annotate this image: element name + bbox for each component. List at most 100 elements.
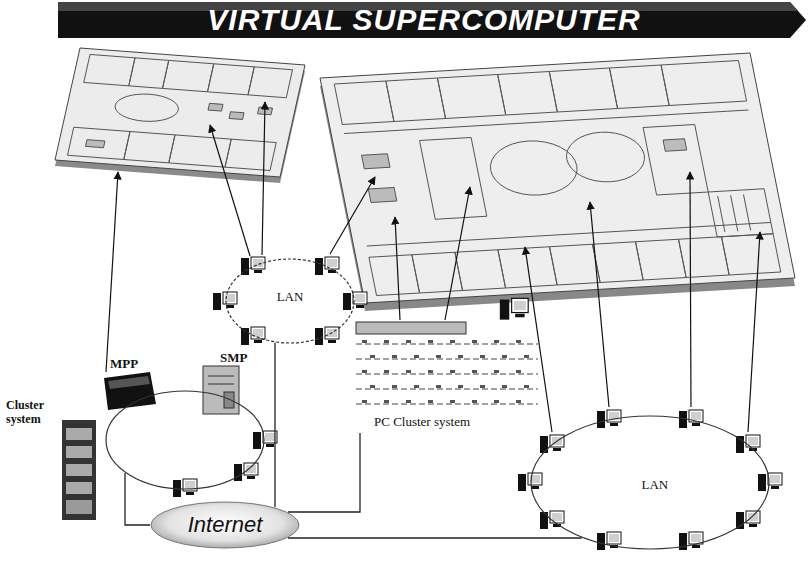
computer-icon: [597, 532, 621, 550]
floor-plan: [334, 61, 781, 296]
rack-unit: [494, 400, 499, 403]
rack-unit: [516, 370, 521, 373]
rack-unit: [516, 400, 521, 403]
floor-plan: [722, 234, 781, 275]
computer-icon: [213, 292, 237, 310]
floor-plan: [455, 250, 506, 291]
floor-plan: [708, 189, 773, 237]
pointer-arrow: [106, 172, 118, 372]
computer-icon: [241, 327, 265, 345]
title-text: VIRTUAL SUPERCOMPUTER: [207, 2, 640, 38]
floor-plan: [562, 130, 649, 184]
smp-server: [208, 384, 234, 385]
cloud-outline: [151, 502, 299, 548]
floor-plan: [84, 54, 135, 85]
rack-unit: [472, 370, 477, 373]
floor-plan: [55, 48, 795, 311]
cluster-rack: [66, 428, 92, 440]
rack-unit: [428, 370, 433, 373]
text-holder: SMP: [220, 348, 247, 366]
internet-cloud: Internet: [150, 501, 300, 549]
floor-plan: [679, 237, 730, 278]
floor-plan: [718, 196, 725, 232]
smp-server: [208, 376, 234, 377]
floor-plan: [68, 127, 131, 159]
computer-icon: [518, 473, 542, 491]
mpp-machine: [108, 376, 150, 389]
floor-plan: [485, 139, 582, 198]
floor-plan: [68, 54, 293, 170]
rack-unit: [458, 385, 463, 388]
floor-plan: [549, 68, 617, 112]
rack-unit: [414, 355, 419, 358]
rack-unit: [450, 340, 455, 343]
node-label-2: SMP: [220, 351, 247, 366]
rack-unit: [450, 370, 455, 373]
rack-unit: [406, 400, 411, 403]
floor-plan: [643, 125, 708, 196]
floor-plan: [86, 140, 106, 148]
lan-ring: LAN: [530, 415, 770, 550]
floor-plan: [661, 61, 747, 106]
ring-outline: [106, 391, 264, 489]
text-holder: LAN: [641, 475, 668, 493]
floor-plan: [334, 81, 394, 125]
rack-unit: [436, 385, 441, 388]
rack-unit: [406, 340, 411, 343]
network-link: [125, 473, 150, 525]
rack-unit: [370, 355, 375, 358]
title-holder: VIRTUAL SUPERCOMPUTER: [58, 2, 790, 38]
rack-unit: [392, 385, 397, 388]
rack-unit: [370, 385, 375, 388]
floor-plan: [437, 75, 505, 119]
floor-plan: [225, 139, 276, 170]
computer-icon: [343, 292, 367, 310]
pointer-arrow: [262, 102, 265, 255]
machine-ring-outline: [105, 390, 265, 490]
text-holder: LAN: [277, 287, 304, 305]
text-holder: MPP: [110, 354, 138, 372]
floor-plan: [163, 60, 214, 91]
floor-plan: [320, 53, 795, 303]
ring-outline: [226, 259, 354, 343]
cluster-rack: [66, 446, 92, 458]
title-banner: [58, 2, 806, 38]
cluster-rack: [66, 482, 92, 494]
network-link: [288, 537, 582, 538]
floor-plan: [663, 139, 687, 152]
rack-unit: [384, 400, 389, 403]
node-label: LAN: [641, 478, 668, 493]
lan-ring: LAN: [225, 258, 355, 344]
rack-unit: [516, 340, 521, 343]
pc-cluster: PC Cluster system: [352, 318, 542, 433]
floor-plan: [498, 72, 558, 116]
pointer-arrow: [210, 125, 250, 256]
smp-server: [203, 366, 239, 414]
pointer-arrow: [748, 232, 760, 432]
floor-plan: [344, 110, 748, 134]
ring-outline: [531, 416, 769, 549]
computer-icon: [173, 479, 197, 497]
pointer-arrow: [106, 102, 760, 432]
rack-unit: [494, 370, 499, 373]
node-label: PC Cluster system: [374, 415, 470, 430]
text-holder: PC Cluster system: [374, 412, 470, 430]
rack-unit: [384, 340, 389, 343]
rack-row: [356, 374, 538, 375]
rack-unit: [428, 400, 433, 403]
rack-row: [356, 359, 538, 360]
floor-plan: [112, 92, 181, 124]
computer-icon: [253, 431, 277, 449]
rack-unit: [494, 340, 499, 343]
rack-unit: [524, 385, 529, 388]
computer-icon: [500, 298, 528, 319]
floor-plan: [731, 195, 738, 231]
floor-plan: [367, 223, 771, 247]
floor-plan: [550, 244, 601, 285]
computer-icon: [679, 410, 703, 428]
floor-plan: [124, 132, 175, 163]
pointer-arrow: [330, 177, 375, 254]
network-link: [288, 433, 360, 512]
